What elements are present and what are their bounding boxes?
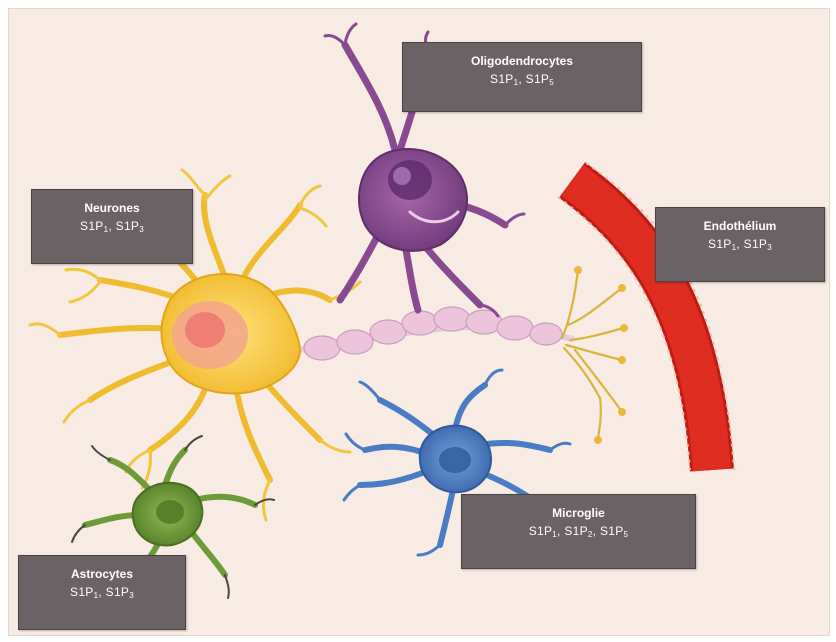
receptor-list: S1P1, S1P3 [32,217,192,239]
label-name: Neurones [32,199,192,217]
label-name: Oligodendrocytes [403,52,641,70]
label-name: Microglie [462,504,695,522]
axon [295,307,571,360]
axon-terminal [562,270,624,438]
label-oligodendrocytes: Oligodendrocytes S1P1, S1P5 [402,42,642,112]
label-endothelium: Endothélium S1P1, S1P3 [655,207,825,282]
label-neurones: Neurones S1P1, S1P3 [31,189,193,264]
receptor-list: S1P1, S1P5 [403,70,641,92]
receptor-list: S1P1, S1P3 [19,583,185,605]
label-name: Astrocytes [19,565,185,583]
receptor-list: S1P1, S1P2, S1P5 [462,522,695,544]
label-name: Endothélium [656,217,824,235]
label-astrocytes: Astrocytes S1P1, S1P3 [18,555,186,630]
receptor-list: S1P1, S1P3 [656,235,824,257]
label-microglie: Microglie S1P1, S1P2, S1P5 [461,494,696,569]
